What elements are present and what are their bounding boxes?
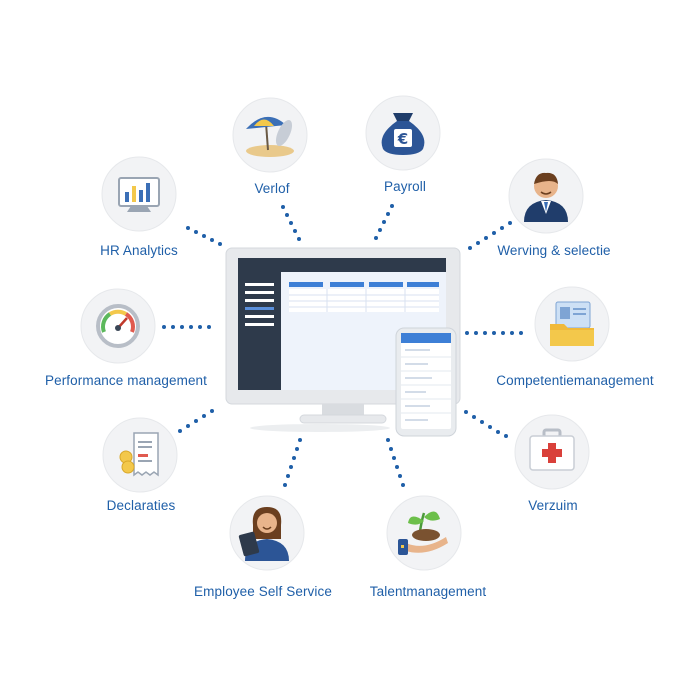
screen-sidebar — [238, 272, 281, 390]
connector-competentie — [465, 331, 523, 335]
connector-talent — [386, 438, 405, 487]
label-ess[interactable]: Employee Self Service — [194, 584, 332, 599]
connector-declaraties — [178, 409, 214, 433]
connector-dots — [162, 204, 523, 487]
label-competentie[interactable]: Competentiemanagement — [496, 373, 654, 388]
gauge-icon — [96, 304, 140, 348]
module-talent[interactable] — [386, 495, 462, 571]
svg-text:€: € — [397, 130, 408, 148]
recruiter-person-icon — [524, 172, 568, 222]
bar-chart-monitor-icon — [118, 177, 160, 212]
receipt-coins-icon — [119, 432, 159, 477]
label-declaraties[interactable]: Declaraties — [106, 498, 176, 513]
label-performance[interactable]: Performance management — [44, 373, 208, 388]
woman-tablet-icon — [238, 507, 289, 561]
module-performance[interactable] — [80, 288, 156, 364]
label-payroll[interactable]: Payroll — [384, 179, 426, 194]
screen-table — [289, 282, 439, 312]
connector-payroll — [374, 204, 394, 240]
label-hr-analytics[interactable]: HR Analytics — [100, 243, 178, 258]
label-verlof[interactable]: Verlof — [254, 181, 290, 196]
beach-umbrella-icon — [246, 116, 294, 157]
connector-werving — [468, 221, 512, 250]
connector-performance — [162, 325, 211, 329]
module-payroll[interactable]: € — [365, 95, 441, 171]
label-talent[interactable]: Talentmanagement — [369, 584, 487, 599]
module-verzuim[interactable] — [514, 414, 590, 490]
screen-topbar — [238, 258, 446, 272]
first-aid-kit-icon — [529, 428, 575, 471]
label-werving[interactable]: Werving & selectie — [497, 243, 611, 258]
module-verlof[interactable] — [232, 97, 308, 173]
module-declaraties[interactable] — [102, 417, 178, 493]
connector-hr-analytics — [186, 226, 222, 246]
module-competentie[interactable] — [534, 286, 610, 362]
euro-money-bag-icon: € — [381, 113, 425, 155]
module-werving[interactable] — [508, 158, 584, 234]
phone-illustration — [395, 327, 457, 437]
module-hr-analytics[interactable] — [101, 156, 177, 232]
monitor-illustration — [225, 247, 461, 432]
id-card-folder-icon — [550, 301, 594, 346]
screen-sidebar-items — [245, 283, 274, 326]
label-verzuim[interactable]: Verzuim — [528, 498, 578, 513]
plant-sprout-hand-icon — [398, 511, 448, 555]
connector-verzuim — [464, 410, 508, 438]
module-ess[interactable] — [229, 495, 305, 571]
connector-verlof — [281, 205, 301, 241]
connector-ess — [283, 438, 302, 487]
